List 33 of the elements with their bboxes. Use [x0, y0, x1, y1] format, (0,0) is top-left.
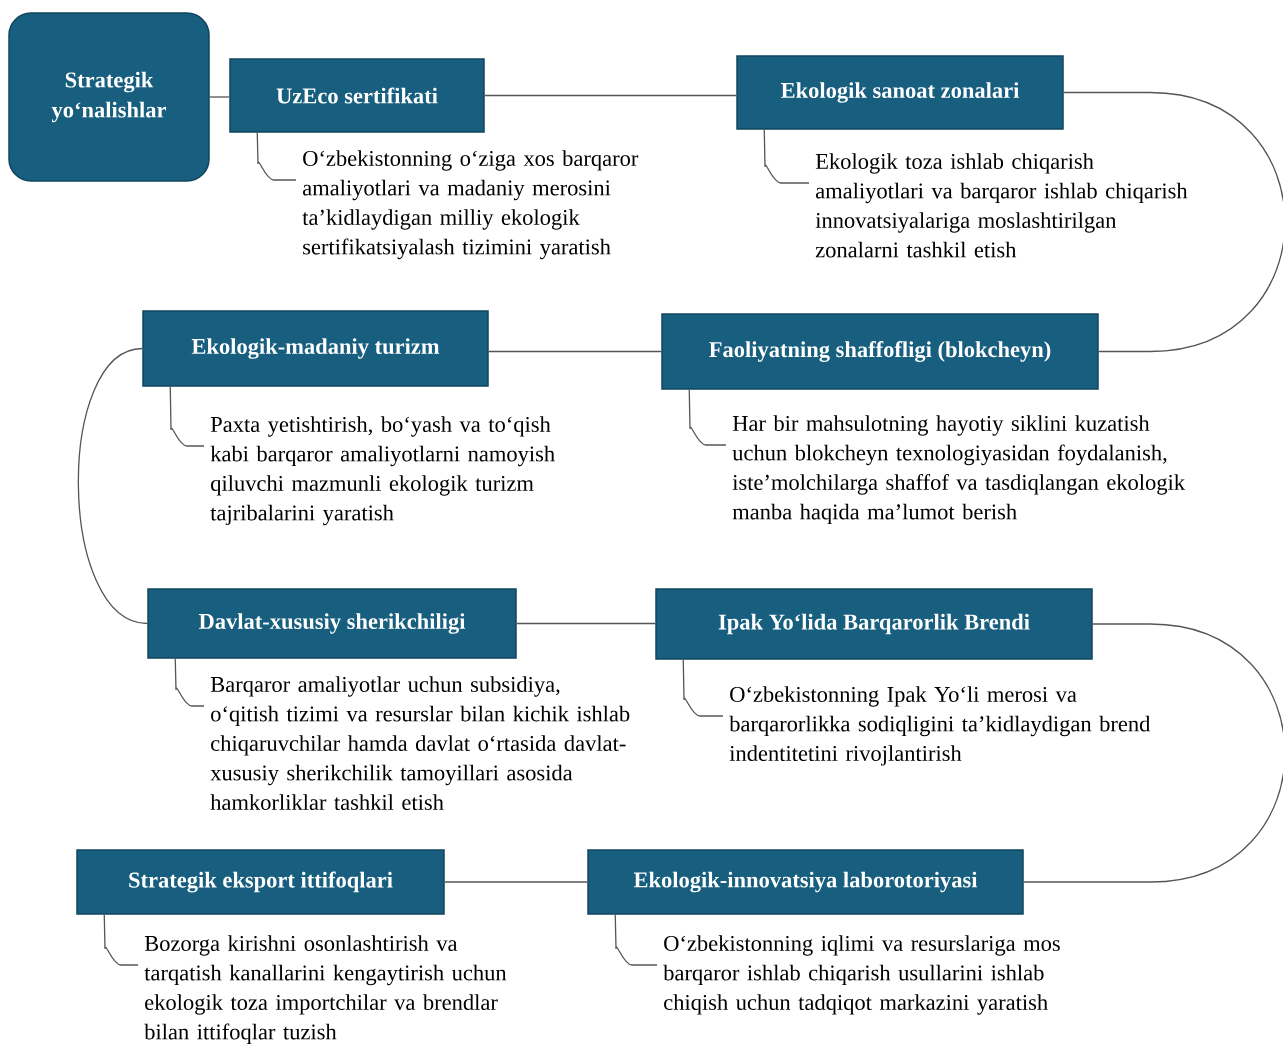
heading-box: Ekologik sanoat zonalari: [736, 55, 1064, 130]
heading-box: Ipak Yo‘lida Barqarorlik Brendi: [655, 588, 1093, 660]
description-text: Bozorga kirishni osonlashtirish va tarqatish kanallarini kengaytirish uchun ekologik toza importchilar va brendlar bilan ittifoqlar tuzish: [144, 935, 507, 1045]
connector-line: [444, 881, 588, 883]
heading-box: Ekologik-innovatsiya laborotoriyasi: [587, 849, 1024, 915]
connector-line: [484, 94, 737, 97]
bracket-line: [169, 386, 205, 447]
heading-box: UzEco sertifikati: [229, 58, 485, 133]
description-text: O‘zbekistonning Ipak Yo‘li merosi va barqarorlikka sodiqligini ta’kidlaydigan brend indentitetini rivojlantirish: [729, 686, 1151, 766]
connector-line: [488, 350, 662, 353]
description-text: Paxta yetishtirish, bo‘yash va to‘qish kabi barqaror amaliyotlarni namoyish qiluvchi mazmunli ekologik turizm tajribalarini yaratish: [210, 416, 555, 526]
bracket-line: [614, 914, 658, 966]
connector-line: [1063, 91, 1283, 353]
bracket-line: [256, 132, 297, 181]
description-text: O‘zbekistonning o‘ziga xos barqaror amaliyotlari va madaniy merosini ta’kidlaydigan milliy ekologik sertifikatsiyalash tizimini yaratish: [302, 150, 639, 260]
description-text: Barqaror amaliyotlar uchun subsidiya, o‘qitish tizimi va resurslar bilan kichik ishlab chiqaruvchilar hamda davlat o‘rtasida davlat-xususiy sherikchilik tamoyillari asosida hamkorliklar tashkil etish: [210, 676, 630, 811]
heading-box: Faoliyatning shaffofligi (blokcheyn): [661, 313, 1099, 390]
heading-box: Davlat-xususiy sherikchiligi: [147, 588, 517, 659]
bracket-line: [763, 129, 810, 184]
bracket-line: [682, 659, 724, 717]
bracket-line: [174, 658, 205, 707]
bracket-line: [688, 389, 727, 446]
heading-box: Strategik eksport ittifoqlari: [76, 849, 445, 915]
description-text: O‘zbekistonning iqlimi va resurslariga mos barqaror ishlab chiqarish usullarini ishlab chiqish uchun tadqiqot markazini yaratish: [663, 935, 1060, 1015]
connector-line: [1023, 623, 1283, 883]
connector-line: [77, 347, 148, 625]
root-box: Strategik yo‘nalishlar: [8, 12, 210, 182]
bracket-line: [103, 914, 139, 966]
connector-line: [516, 622, 656, 625]
description-text: Ekologik toza ishlab chiqarish amaliyotlari va barqaror ishlab chiqarish innovatsiyalariga moslashtirilgan zonalarni tashkil etish: [815, 153, 1188, 258]
connector-line: [209, 96, 230, 98]
heading-box: Ekologik-madaniy turizm: [142, 310, 489, 387]
description-text: Har bir mahsulotning hayotiy siklini kuzatish uchun blokcheyn texnologiyasidan foydalanish, iste’molchilarga shaffof va tasdiqlangan ekologik manba haqida ma’lumot berish: [732, 415, 1186, 525]
